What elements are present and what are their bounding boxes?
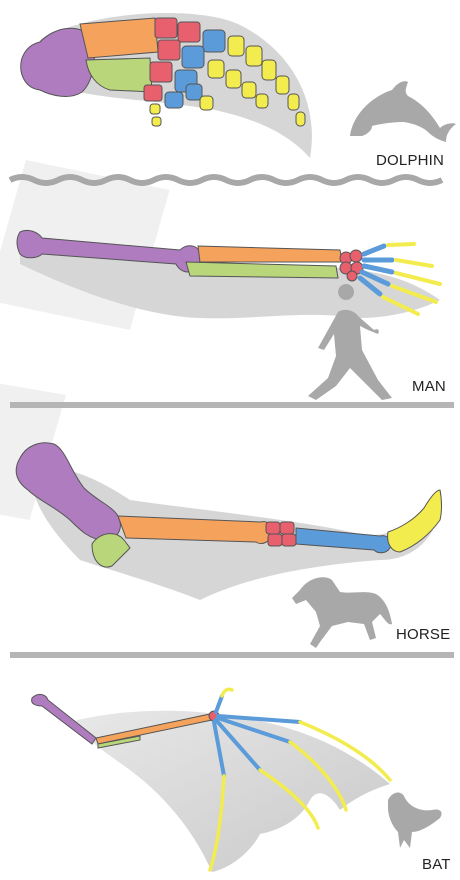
horse-panel	[16, 443, 441, 648]
man-radius	[198, 246, 342, 262]
dolphin-label: DOLPHIN	[376, 152, 460, 169]
flying-bat-silhouette-icon	[388, 793, 442, 848]
dolphin-radius	[80, 18, 158, 58]
man-divider	[10, 402, 454, 408]
bat-label: BAT	[422, 856, 460, 873]
man-ulna	[186, 262, 338, 278]
bat-panel	[32, 689, 442, 872]
galloping-horse-silhouette-icon	[292, 577, 392, 648]
dolphin-silhouette-icon	[350, 81, 456, 142]
horse-carpals	[266, 522, 296, 546]
dolphin-panel	[21, 13, 456, 158]
horse-label: HORSE	[396, 626, 460, 643]
horse-phalanges	[388, 490, 442, 552]
man-label: MAN	[412, 378, 460, 395]
horse-divider	[10, 652, 454, 658]
